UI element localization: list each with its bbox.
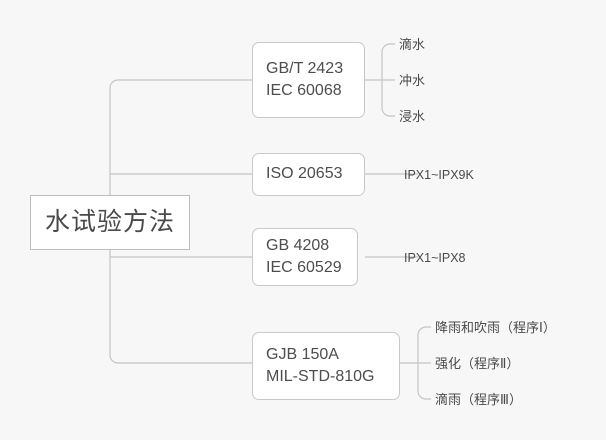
leaf-node-gjb150a-3[interactable]: 滴雨（程序Ⅲ） [435, 392, 522, 407]
branch-node-line-1: ISO 20653 [266, 165, 343, 183]
leaf-node-iso20653-1[interactable]: IPX1~IPX9K [404, 168, 474, 182]
leaf-node-gjb150a-1[interactable]: 降雨和吹雨（程序Ⅰ） [435, 320, 556, 335]
branch-node-line-2: MIL-STD-810G [266, 368, 375, 385]
branch-node-line-1: GB/T 2423 [266, 59, 344, 77]
branch-node-gbt2423[interactable]: GB/T 2423 IEC 60068 [252, 42, 365, 118]
branch-node-gjb150a[interactable]: GJB 150A MIL-STD-810G [252, 332, 400, 400]
branch-node-iso20653[interactable]: ISO 20653 [252, 153, 365, 196]
leaf-node-gbt2423-3[interactable]: 浸水 [399, 109, 426, 124]
root-node-label: 水试验方法 [45, 207, 176, 236]
branch-node-line-1: GJB 150A [266, 345, 339, 363]
leaf-node-gjb150a-2[interactable]: 强化（程序Ⅱ） [435, 356, 520, 371]
leaf-node-gb4208-1[interactable]: IPX1~IPX8 [404, 251, 466, 265]
root-node[interactable]: 水试验方法 [30, 195, 190, 250]
branch-node-line-2: IEC 60529 [266, 259, 342, 276]
leaf-node-gbt2423-2[interactable]: 冲水 [399, 73, 426, 88]
branch-node-line-2: IEC 60068 [266, 82, 342, 99]
branch-node-line-1: GB 4208 [266, 236, 330, 254]
branch-node-gb4208[interactable]: GB 4208 IEC 60529 [252, 228, 358, 286]
leaf-node-gbt2423-1[interactable]: 滴水 [399, 37, 426, 52]
